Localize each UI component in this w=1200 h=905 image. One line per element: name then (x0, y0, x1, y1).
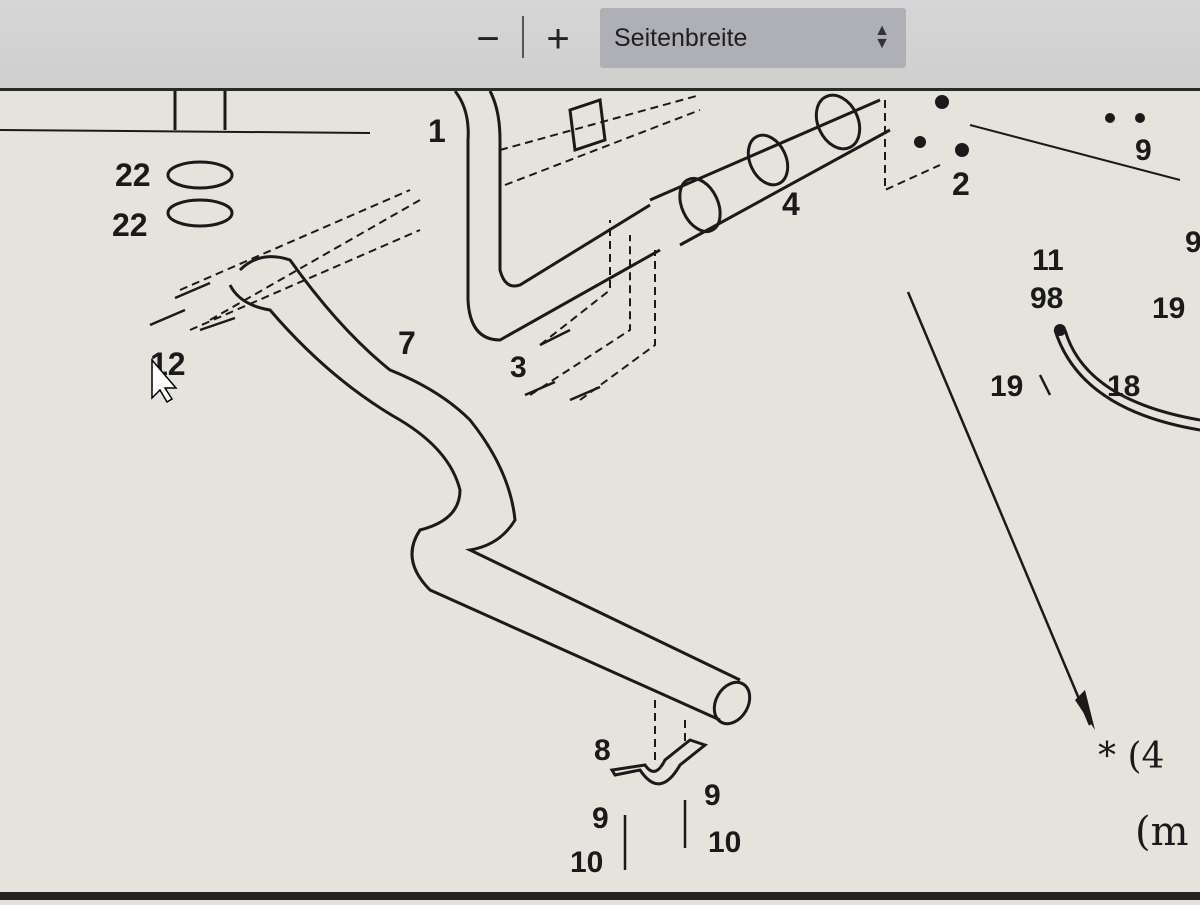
arrow-head (1075, 690, 1095, 730)
pdf-toolbar: − + Seitenbreite ▲▼ (0, 0, 1200, 91)
part-label: 18 (1107, 370, 1140, 403)
part-label: 10 (570, 846, 603, 879)
part-label: 9 (704, 779, 721, 812)
part-label: 1 (428, 113, 446, 149)
part-label: 4 (782, 186, 800, 222)
part-label: 2 (952, 166, 970, 202)
pipe-7 (238, 255, 741, 682)
monitor-bezel (0, 892, 1200, 900)
part-label: 9 (592, 802, 609, 835)
part-label: 8 (594, 734, 611, 767)
mouse-cursor-icon (151, 357, 178, 404)
handwritten-note: * (4 (1098, 736, 1164, 777)
part-label: 98 (1030, 282, 1063, 315)
part-label: 11 (1032, 244, 1064, 277)
pipe-stub (173, 91, 227, 130)
gasket-ring (166, 160, 234, 190)
arrow-line (906, 291, 1092, 726)
exhaust-parts-diagram: 22 22 1 2 4 9 11 98 19 19 18 9 7 12 3 8 … (0, 90, 1200, 879)
zoom-out-button[interactable]: − (476, 17, 500, 61)
toolbar-divider (522, 16, 524, 58)
gasket-ring (166, 198, 234, 228)
part-label: 22 (115, 157, 151, 193)
part-label: 9 (1185, 226, 1200, 259)
part-label: 19 (990, 370, 1023, 403)
document-page[interactable]: 22 22 1 2 4 9 11 98 19 19 18 9 7 12 3 8 … (0, 90, 1200, 900)
zoom-mode-value: Seitenbreite (614, 24, 748, 52)
part-label: 10 (708, 826, 741, 859)
part-label: 9 (1135, 134, 1152, 167)
part-label: 22 (112, 207, 148, 243)
part-label: 3 (510, 351, 527, 384)
zoom-mode-select[interactable]: Seitenbreite ▲▼ (600, 8, 906, 68)
pipe-1 (453, 90, 661, 342)
updown-arrows-icon: ▲▼ (874, 22, 890, 52)
ruler-line (0, 129, 371, 134)
handwritten-note: (m (1135, 809, 1189, 855)
zoom-in-button[interactable]: + (546, 17, 570, 61)
part-label: 19 (1152, 292, 1185, 325)
part-label: 7 (398, 325, 416, 361)
